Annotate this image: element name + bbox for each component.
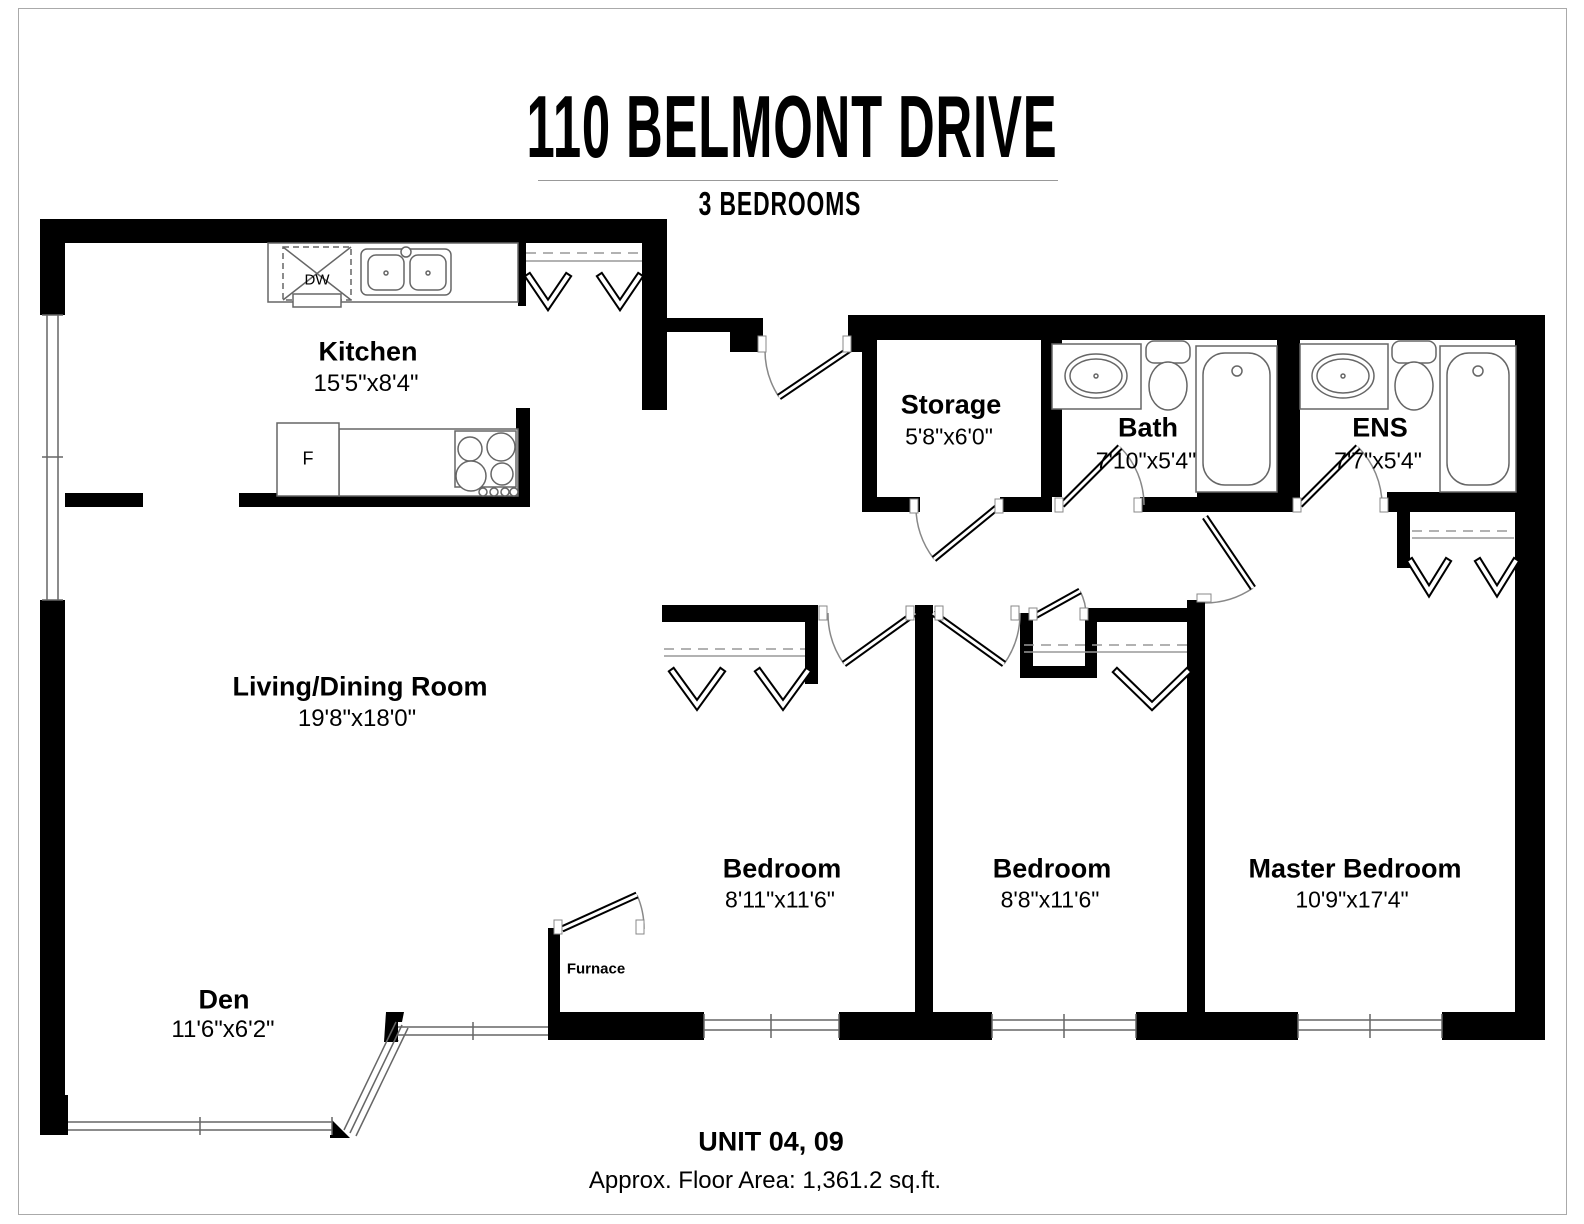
- ens-toilet-icon: [1391, 340, 1437, 411]
- fridge-icon: [276, 422, 340, 497]
- door-leaves: [553, 335, 1389, 935]
- room-label-bath: Bath: [1118, 412, 1178, 443]
- room-label-bedroom1: Bedroom: [722, 853, 842, 884]
- ens-tub-icon: [1439, 345, 1517, 493]
- page-subtitle: 3 BEDROOMS: [698, 183, 862, 223]
- room-label-bedroom2: Bedroom: [992, 853, 1112, 884]
- room-label-living-dining: Living/Dining Room: [232, 671, 488, 702]
- room-label-kitchen: Kitchen: [318, 336, 418, 367]
- floor-area-label: Approx. Floor Area: 1,361.2 sq.ft.: [588, 1167, 942, 1194]
- kitchen-sink-icon: [360, 246, 452, 296]
- room-dims-bedroom2: 8'8"x11'6": [1000, 886, 1100, 913]
- ens-sink-icon: [1299, 343, 1389, 410]
- room-label-furnace: Furnace: [566, 960, 626, 978]
- room-dims-bath: 7'10"x5'4": [1095, 447, 1197, 474]
- hanger-icon: [523, 271, 1521, 712]
- dishwasher-icon: [282, 246, 352, 308]
- room-label-master-bedroom: Master Bedroom: [1248, 853, 1462, 884]
- bath-toilet-icon: [1145, 340, 1191, 411]
- room-dims-ens: 7'7"x5'4": [1334, 447, 1422, 474]
- bath-sink-icon: [1051, 343, 1142, 410]
- room-label-den: Den: [198, 984, 250, 1015]
- dishwasher-label: DW: [304, 271, 330, 289]
- room-dims-master-bedroom: 10'9"x17'4": [1295, 886, 1409, 913]
- windows: [42, 314, 1443, 1137]
- room-label-ens: ENS: [1352, 412, 1408, 443]
- room-dims-storage: 5'8"x6'0": [905, 423, 993, 450]
- room-dims-kitchen: 15'5"x8'4": [313, 370, 419, 397]
- room-dims-bedroom1: 8'11"x11'6": [725, 886, 835, 913]
- bath-fixtures: [1051, 340, 1517, 493]
- room-label-storage: Storage: [900, 389, 1002, 420]
- room-dims-living-dining: 19'8"x18'0": [297, 705, 417, 732]
- room-dims-den: 11'6"x6'2": [171, 1016, 275, 1043]
- bath-tub-icon: [1195, 345, 1278, 493]
- walls: [40, 219, 1545, 1138]
- kitchen-fixtures: [267, 242, 519, 497]
- title-divider: [538, 180, 1058, 181]
- page-title: 110 BELMONT DRIVE: [526, 79, 1058, 177]
- page-border: [18, 8, 1567, 1215]
- fridge-label: F: [302, 448, 314, 469]
- unit-label: UNIT 04, 09: [698, 1126, 844, 1157]
- stove-icon: [454, 430, 519, 497]
